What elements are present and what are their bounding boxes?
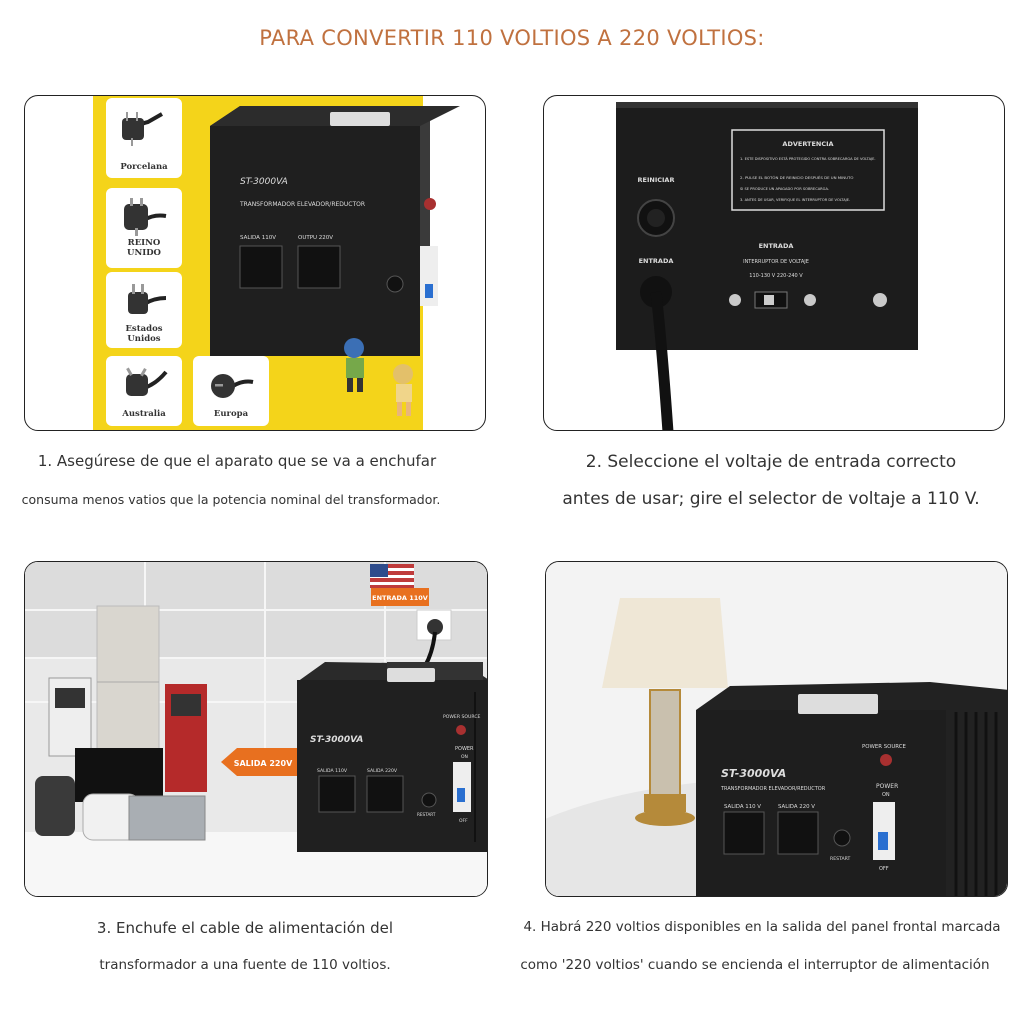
plug-card-europe: Europa — [193, 356, 269, 426]
outlet-left-label: SALIDA 110V — [240, 235, 276, 241]
step1-image-panel: Porcelana REINO UNIDO Estados Unidos Aus… — [24, 95, 486, 431]
step2-caption-line2: antes de usar; gire el selector de volta… — [562, 489, 980, 509]
on-label: ON — [461, 754, 468, 760]
plug-label: Australia — [122, 409, 166, 419]
device-subtitle-label: TRANSFORMADOR ELEVADOR/REDUCTOR — [720, 786, 826, 792]
voltage-switch-label: INTERRUPTOR DE VOLTAJE — [743, 259, 809, 265]
page-title: PARA CONVERTIR 110 VOLTIOS A 220 VOLTIOS… — [259, 26, 765, 50]
outlet-right-label: SALIDA 220 V — [778, 804, 815, 810]
step1-caption-line2: consuma menos vatios que la potencia nom… — [21, 492, 441, 507]
power-source-label: POWER SOURCE — [862, 744, 907, 750]
us-plug-icon — [128, 284, 167, 314]
input-label: ENTRADA — [639, 257, 674, 265]
kitchen-scene: ENTRADA 110V SALIDA 220V ST-3000VA POWER… — [25, 562, 487, 896]
plug-card-us: Estados Unidos — [106, 272, 182, 348]
warning-line: 2. PULSE EL BOTÓN DE REINICIO DESPUÉS DE… — [740, 175, 853, 180]
china-plug-icon — [122, 112, 163, 146]
warning-line: 3. ANTES DE USAR, VERIFIQUE EL INTERRUPT… — [740, 198, 850, 202]
off-label: OFF — [879, 866, 889, 872]
reset-label: REINICIAR — [638, 176, 675, 184]
plug-label: REINO UNIDO — [127, 238, 161, 258]
plug-label: Porcelana — [120, 162, 168, 172]
warning-line: 1. ESTE DISPOSITIVO ESTÁ PROTEGIDO CONTR… — [740, 156, 876, 161]
europe-plug-icon — [211, 374, 254, 398]
plug-card-china: Porcelana — [106, 98, 182, 178]
plug-card-australia: Australia — [106, 356, 182, 426]
output-220v-arrow — [221, 748, 297, 776]
warning-title: ADVERTENCIA — [782, 140, 833, 148]
step3-caption-line2: transformador a una fuente de 110 voltio… — [99, 957, 391, 973]
outlet-left-label: SALIDA 110 V — [724, 804, 761, 810]
restart-label: RESTART — [830, 856, 850, 862]
power-label: POWER — [876, 783, 898, 790]
warning-line: SI SE PRODUCE UN APAGADO POR SOBRECARGA. — [740, 187, 829, 191]
on-label: ON — [882, 792, 890, 798]
plug-card-uk: REINO UNIDO — [106, 188, 182, 268]
device-model-label: ST-3000VA — [240, 177, 288, 187]
step4-image-panel: ST-3000VA TRANSFORMADOR ELEVADOR/REDUCTO… — [545, 561, 1008, 897]
transformer-back-view: ADVERTENCIA 1. ESTE DISPOSITIVO ESTÁ PRO… — [616, 102, 918, 430]
output-220v-badge-label: SALIDA 220V — [234, 759, 293, 768]
lamp-scene: ST-3000VA TRANSFORMADOR ELEVADOR/REDUCTO… — [546, 562, 1007, 896]
device-model-label: ST-3000VA — [721, 767, 786, 780]
device-model-label: ST-3000VA — [310, 735, 363, 745]
off-label: OFF — [459, 818, 468, 824]
input-110v-badge — [371, 588, 429, 606]
power-source-label: POWER SOURCE — [443, 714, 481, 720]
step2-caption-line1: 2. Seleccione el voltaje de entrada corr… — [585, 452, 957, 472]
transformer-front-view: ST-3000VA TRANSFORMADOR ELEVADOR/REDUCTO… — [210, 106, 460, 416]
outlet-left-label: SALIDA 110V — [317, 768, 348, 774]
step4-caption-line2: como '220 voltios' cuando se encienda el… — [520, 957, 990, 973]
uk-plug-icon — [124, 198, 167, 236]
input-110v-badge-label: ENTRADA 110V — [372, 594, 428, 602]
restart-label: RESTART — [417, 812, 436, 817]
power-label: POWER — [455, 746, 474, 752]
step4-caption-line1: 4. Habrá 220 voltios disponibles en la s… — [523, 919, 1001, 935]
plug-label: Estados Unidos — [125, 324, 163, 344]
outlet-right-label: OUTPU 220V — [298, 235, 333, 241]
outlet-right-label: SALIDA 220V — [367, 768, 398, 774]
step3-image-panel: ENTRADA 110V SALIDA 220V ST-3000VA POWER… — [24, 561, 488, 897]
australia-plug-icon — [126, 367, 168, 396]
input-title: ENTRADA — [759, 242, 794, 250]
voltage-options-label: 110-130 V 220-240 V — [749, 273, 803, 279]
step3-caption-line1: 3. Enchufe el cable de alimentación del — [96, 919, 394, 937]
plug-label: Europa — [213, 409, 249, 419]
device-subtitle-label: TRANSFORMADOR ELEVADOR/REDUCTOR — [239, 201, 365, 208]
step2-image-panel: ADVERTENCIA 1. ESTE DISPOSITIVO ESTÁ PRO… — [543, 95, 1005, 431]
step1-caption-line1: 1. Asegúrese de que el aparato que se va… — [37, 452, 437, 470]
